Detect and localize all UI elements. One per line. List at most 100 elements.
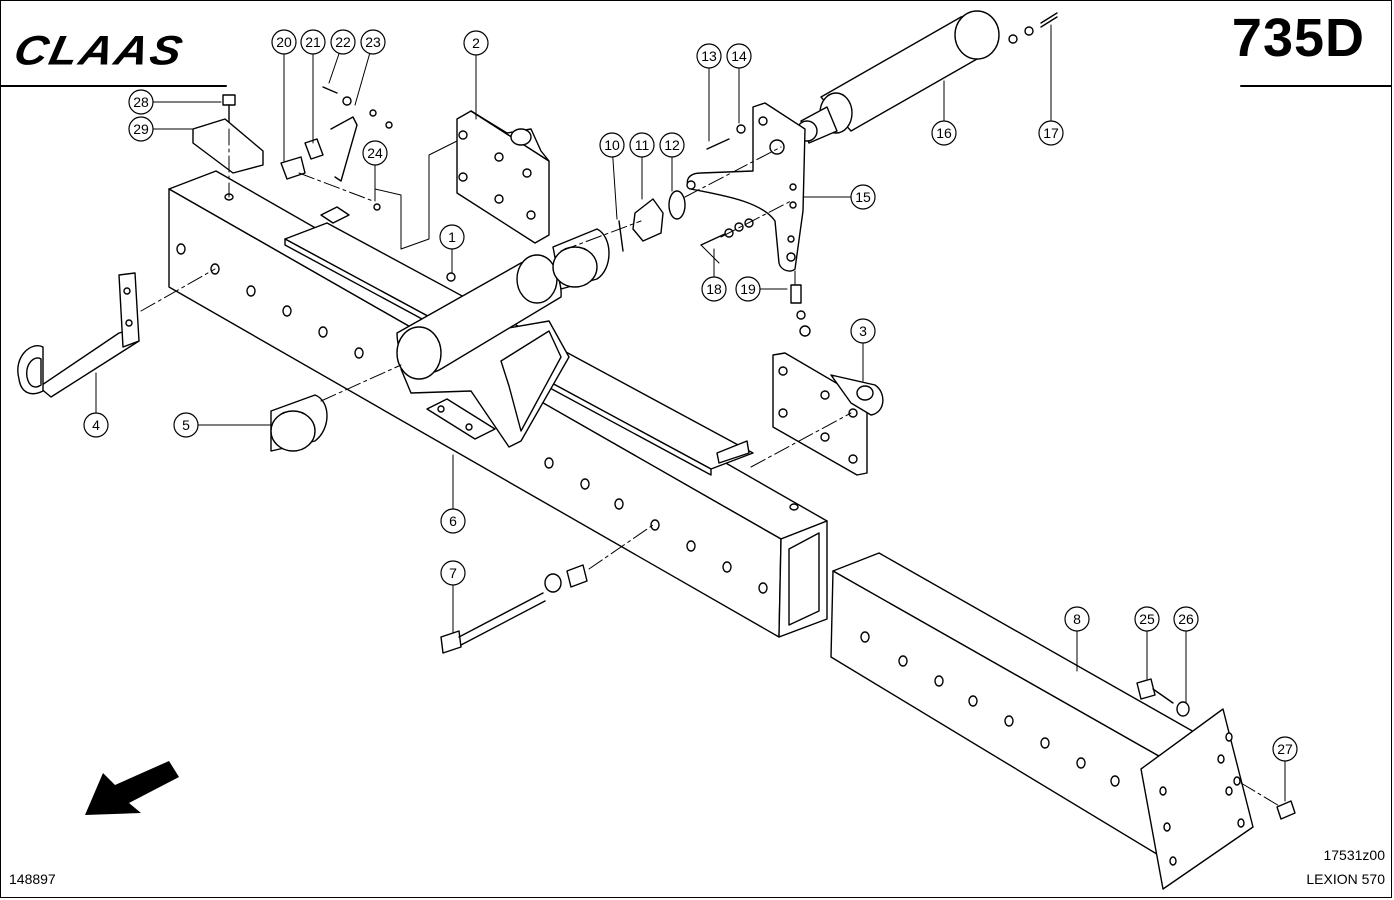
- callout-label: 4: [92, 417, 100, 433]
- callout-19: 19: [735, 276, 788, 302]
- callout-label: 28: [133, 94, 149, 110]
- hydraulic-cylinder: [796, 10, 1058, 144]
- callout-label: 29: [133, 121, 149, 137]
- callout-leader: [354, 53, 371, 106]
- callout-circle: [128, 89, 154, 115]
- callout-circle: [440, 508, 466, 534]
- callout-29: 29: [128, 116, 194, 142]
- callout-2: 2: [463, 30, 489, 120]
- callout-label: 17: [1043, 125, 1059, 141]
- callout-label: 7: [449, 565, 457, 581]
- callout-label: 25: [1139, 611, 1155, 627]
- callout-circle: [128, 116, 154, 142]
- callout-label: 24: [367, 145, 383, 161]
- callout-1: 1: [439, 224, 465, 274]
- callout-circle: [931, 120, 957, 146]
- callout-27: 27: [1272, 736, 1298, 802]
- assembly-lines: [140, 128, 1282, 808]
- callout-4: 4: [83, 372, 109, 438]
- callout-label: 20: [276, 34, 292, 50]
- callout-circle: [1173, 606, 1199, 632]
- callout-circle: [1272, 736, 1298, 762]
- callout-circle: [696, 43, 722, 69]
- callout-28: 28: [128, 89, 222, 115]
- callout-circle: [330, 29, 356, 55]
- callout-label: 14: [731, 48, 747, 64]
- callout-circle: [83, 412, 109, 438]
- arrow-down-left-icon: [85, 761, 179, 815]
- bushings: [270, 228, 610, 452]
- callout-3: 3: [850, 318, 876, 382]
- document-number: 148897: [9, 871, 56, 887]
- callout-circle: [659, 132, 685, 158]
- callout-leader: [612, 156, 618, 220]
- callout-circle: [271, 29, 297, 55]
- callout-label: 5: [182, 417, 190, 433]
- hardware: [192, 86, 1296, 820]
- callout-circle: [1038, 120, 1064, 146]
- callout-21: 21: [300, 29, 326, 144]
- callout-13: 13: [696, 43, 722, 142]
- mounting-plate-3: [772, 352, 884, 476]
- callout-label: 23: [365, 34, 381, 50]
- callout-leader: [328, 52, 340, 84]
- callout-circle: [629, 132, 655, 158]
- callout-label: 12: [664, 137, 680, 153]
- cylinder-bracket: [686, 102, 806, 272]
- callout-circle: [599, 132, 625, 158]
- drawing-number: 17531z00: [1323, 847, 1385, 863]
- callout-label: 1: [448, 229, 456, 245]
- callout-14: 14: [726, 43, 752, 124]
- callout-circle: [1064, 606, 1090, 632]
- callout-circle: [463, 30, 489, 56]
- callout-circle: [439, 224, 465, 250]
- tube-bracket: [396, 254, 570, 448]
- extension-holes: [860, 631, 1245, 866]
- model-name: LEXION 570: [1306, 871, 1385, 887]
- callout-circle: [173, 412, 199, 438]
- callout-label: 11: [635, 137, 650, 153]
- callout-15: 15: [802, 184, 876, 210]
- callout-23: 23: [354, 29, 386, 106]
- connector-lines: [374, 140, 720, 264]
- callout-24: 24: [362, 140, 388, 202]
- callout-circle: [362, 140, 388, 166]
- callout-circle: [360, 29, 386, 55]
- callout-8: 8: [1064, 606, 1090, 672]
- tow-ring: [17, 272, 140, 398]
- callout-11: 11: [629, 132, 655, 200]
- callout-22: 22: [328, 29, 356, 84]
- callout-17: 17: [1038, 24, 1064, 146]
- callout-6: 6: [440, 454, 466, 534]
- callout-12: 12: [659, 132, 685, 192]
- callout-circle: [850, 318, 876, 344]
- callout-circle: [1134, 606, 1160, 632]
- callout-label: 8: [1073, 611, 1081, 627]
- callout-circle: [850, 184, 876, 210]
- callout-label: 15: [855, 189, 871, 205]
- callout-18: 18: [701, 248, 727, 302]
- callout-10: 10: [599, 132, 625, 220]
- callout-label: 3: [859, 323, 867, 339]
- callout-25: 25: [1134, 606, 1160, 680]
- callout-5: 5: [173, 412, 272, 438]
- callout-circle: [735, 276, 761, 302]
- callout-label: 13: [701, 48, 717, 64]
- callout-circle: [701, 276, 727, 302]
- callout-label: 6: [449, 513, 457, 529]
- callout-label: 2: [472, 35, 480, 51]
- callout-16: 16: [931, 80, 957, 146]
- page-code: 735D: [1231, 8, 1365, 68]
- callout-circle: [440, 560, 466, 586]
- callout-label: 18: [706, 281, 722, 297]
- callout-label: 26: [1178, 611, 1194, 627]
- callout-label: 10: [604, 137, 620, 153]
- callout-20: 20: [271, 29, 297, 162]
- callout-label: 27: [1277, 741, 1293, 757]
- extension-beam: [830, 552, 1254, 890]
- mounting-plate-2: [456, 110, 550, 244]
- callout-26: 26: [1173, 606, 1199, 704]
- callout-label: 19: [740, 281, 756, 297]
